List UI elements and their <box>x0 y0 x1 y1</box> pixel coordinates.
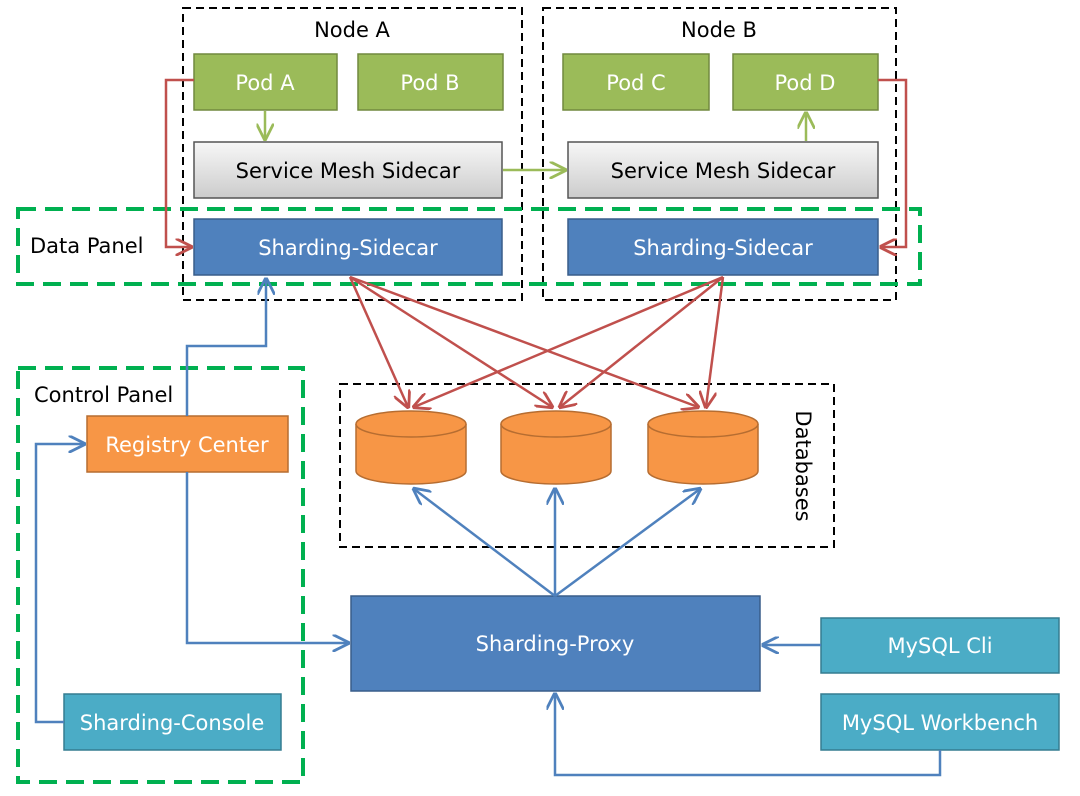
pod-b-box <box>357 53 504 111</box>
arrow-sidecar-a-to-db2 <box>349 275 552 407</box>
mesh-sidecar-a-label: Service Mesh Sidecar <box>236 159 461 183</box>
mysql-cli-label: MySQL Cli <box>887 634 992 658</box>
node-a-label: Node A <box>314 18 390 42</box>
mesh-sidecar-a-box <box>193 141 503 199</box>
sharding-sidecar-a-label: Sharding-Sidecar <box>258 236 438 260</box>
pod-a-label: Pod A <box>235 71 295 95</box>
arrow-proxy-to-db1 <box>414 489 556 597</box>
sharding-proxy-box <box>350 595 761 692</box>
mysql-workbench-label: MySQL Workbench <box>842 711 1038 735</box>
sharding-sidecar-b-label: Sharding-Sidecar <box>633 236 813 260</box>
pod-a-box <box>193 53 338 111</box>
arrow-sidecar-b-to-db2 <box>560 276 724 407</box>
pod-c-box <box>562 53 710 111</box>
pod-d-label: Pod D <box>775 71 836 95</box>
arrow-proxy-to-db3 <box>554 489 700 598</box>
arrow-sidecar-a-to-db3 <box>349 275 698 407</box>
sharding-sidecar-a-box <box>193 218 503 276</box>
data-panel-label: Data Panel <box>30 234 143 258</box>
arrow-sidecar-a-to-db1 <box>348 276 408 407</box>
databases-label: Databases <box>791 410 815 521</box>
control-panel-frame <box>16 366 305 784</box>
arrow-sidecar-b-to-db3 <box>706 276 725 407</box>
mysql-cli-box <box>820 617 1060 674</box>
pod-b-label: Pod B <box>400 71 459 95</box>
pod-c-label: Pod C <box>606 71 665 95</box>
arrow-sidecar-b-to-db1 <box>414 275 724 407</box>
mesh-sidecar-b-box <box>567 141 879 199</box>
arrow-pod-a-to-sharding-sidecar-a <box>164 78 194 247</box>
database-cylinder-1 <box>355 410 467 485</box>
mysql-workbench-box <box>820 693 1060 751</box>
mesh-sidecar-b-label: Service Mesh Sidecar <box>611 159 836 183</box>
arrow-console-to-registry <box>34 444 84 724</box>
database-cylinder-3 <box>647 410 759 485</box>
sharding-proxy-label: Sharding-Proxy <box>476 632 635 656</box>
arrow-registry-to-sharding-sidecar-a <box>185 279 266 416</box>
registry-center-label: Registry Center <box>105 433 269 457</box>
arrow-mysql-workbench-to-proxy <box>555 694 942 777</box>
registry-center-box <box>86 415 289 473</box>
sharding-console-label: Sharding-Console <box>80 711 265 735</box>
arrow-pod-d-to-sharding-sidecar-b <box>878 78 908 247</box>
database-cylinder-2 <box>500 410 612 485</box>
node-a-frame <box>182 7 523 301</box>
arrow-registry-to-proxy <box>185 472 348 643</box>
pod-d-box <box>732 53 879 111</box>
sharding-sidecar-b-box <box>567 218 879 276</box>
control-panel-label: Control Panel <box>34 383 173 407</box>
node-b-label: Node B <box>681 18 757 42</box>
